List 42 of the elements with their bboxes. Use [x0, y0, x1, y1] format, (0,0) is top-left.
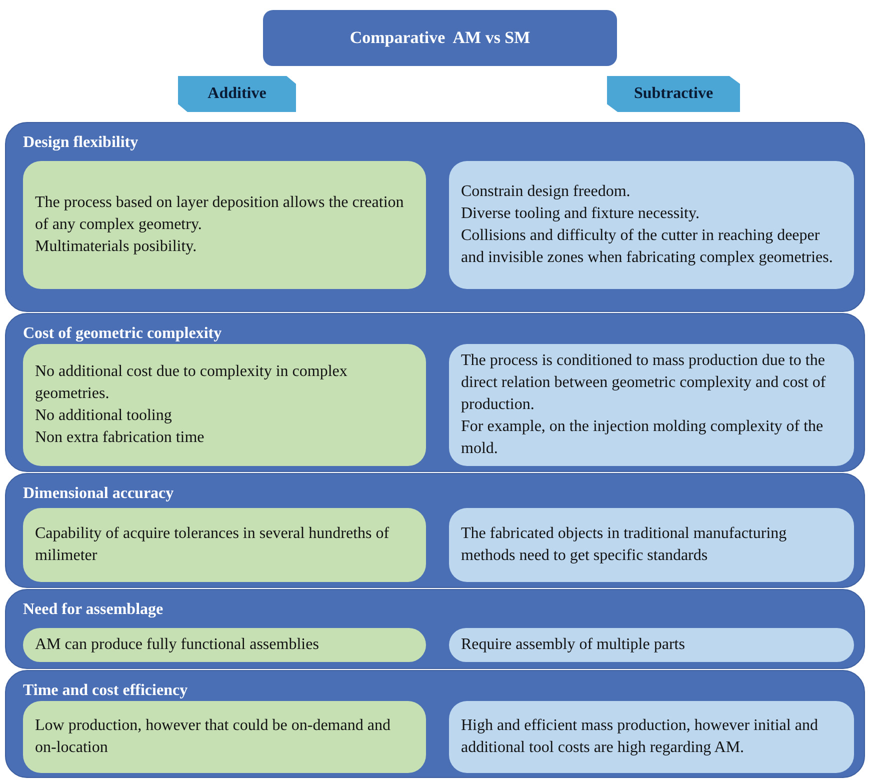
additive-box	[23, 628, 426, 662]
box-text: Multimaterials posibility.	[35, 237, 198, 257]
category-band	[5, 589, 865, 669]
column-tab	[607, 76, 740, 112]
box-text: Collisions and difficulty of the cutter in reaching deeper and invisible zones when fabricating complex geometries.	[461, 226, 834, 268]
category-heading: Dimensional accuracy	[23, 484, 174, 504]
category-band	[5, 313, 865, 472]
additive-box	[23, 701, 426, 773]
category-band	[5, 473, 865, 588]
category-band	[5, 122, 865, 312]
subtractive-box	[449, 628, 854, 662]
subtractive-box	[449, 508, 854, 582]
category-heading: Need for assemblage	[23, 600, 164, 620]
box-text: Low production, however that could be on-demand and on-location	[35, 716, 392, 758]
additive-box	[23, 344, 426, 466]
column-heading: Subtractive	[634, 84, 714, 104]
box-text: AM can produce fully functional assemblies	[35, 635, 320, 655]
box-text: High and efficient mass production, however initial and additional tool costs are high regarding AM.	[461, 716, 819, 758]
box-text: Capability of acquire tolerances in several hundreths of milimeter	[35, 524, 390, 566]
box-text: No additional cost due to complexity in complex geometries.	[35, 362, 348, 404]
box-text: No additional tooling	[35, 406, 173, 426]
subtractive-box	[449, 161, 854, 289]
title-box	[263, 10, 617, 66]
box-text: Require assembly of multiple parts	[461, 635, 686, 655]
category-heading: Cost of geometric complexity	[23, 324, 222, 344]
box-text: Constrain design freedom.	[461, 182, 632, 202]
column-heading: Additive	[208, 84, 266, 104]
title-text: Comparative AM vs SM	[350, 27, 530, 50]
additive-box	[23, 508, 426, 582]
additive-box	[23, 161, 426, 289]
subtractive-box	[449, 701, 854, 773]
subtractive-box	[449, 344, 854, 466]
box-text: Non extra fabrication time	[35, 428, 206, 448]
box-text: The process is conditioned to mass production due to the direct relation between geometric complexity and cost of production.	[461, 351, 827, 415]
column-tab	[178, 76, 296, 112]
category-band	[5, 670, 865, 778]
box-text: Diverse tooling and fixture necessity.	[461, 204, 700, 224]
category-heading: Design flexibility	[23, 133, 138, 153]
box-text: The process based on layer deposition allows the creation of any complex geometry.	[35, 193, 405, 235]
box-text: The fabricated objects in traditional manufacturing methods need to get specific standards	[461, 524, 788, 566]
category-heading: Time and cost efficiency	[23, 681, 188, 701]
box-text: For example, on the injection molding complexity of the mold.	[461, 417, 824, 459]
